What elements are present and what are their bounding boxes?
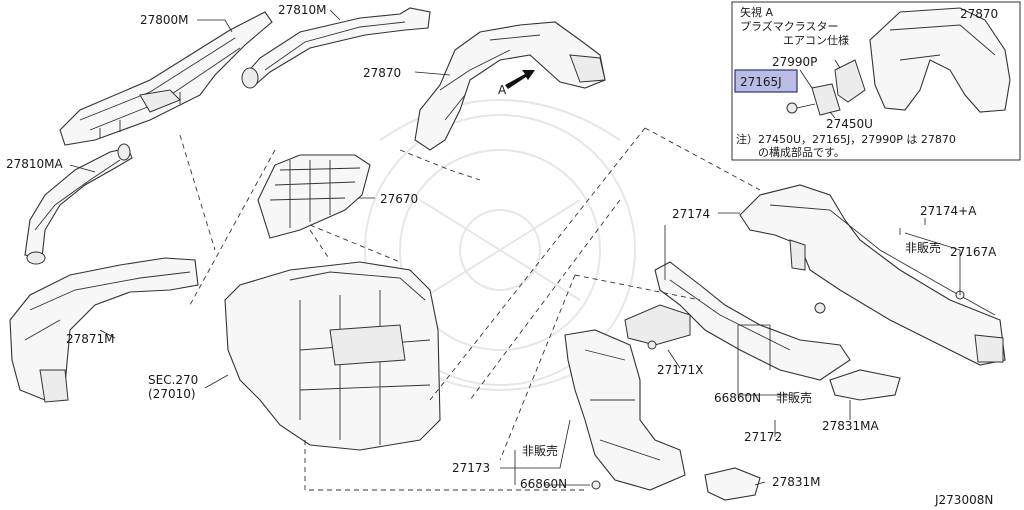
leader-lines bbox=[69, 9, 961, 486]
label-27800M: 27800M bbox=[140, 13, 189, 27]
label-27174: 27174 bbox=[672, 207, 710, 221]
label-hihanbai-2: 非販売 bbox=[776, 390, 812, 405]
inset-label-27450U: 27450U bbox=[826, 117, 873, 131]
part-27173-duct bbox=[564, 329, 686, 491]
part-27810MA-duct bbox=[24, 143, 133, 265]
label-27871M: 27871M bbox=[66, 332, 115, 346]
inset-view-a bbox=[731, 1, 1021, 161]
label-27171X: 27171X bbox=[657, 363, 703, 377]
label-66860N-2: 66860N bbox=[520, 477, 567, 491]
label-27172: 27172 bbox=[744, 430, 782, 444]
part-labels: 27800M 27810M 27870 A 27810MA 27670 2787… bbox=[6, 3, 997, 507]
label-27167A: 27167A bbox=[950, 245, 997, 259]
inset-label-27165J: 27165J bbox=[740, 75, 782, 89]
hvac-unit-sec270 bbox=[224, 261, 441, 451]
part-27172-duct bbox=[624, 261, 851, 381]
inset-line-aircon: エアコン仕様 bbox=[783, 33, 849, 47]
highlighted-part-badge bbox=[734, 69, 798, 93]
label-sec-270: SEC.270 bbox=[148, 373, 198, 387]
inset-labels: 矢視 A プラズマクラスター エアコン仕様 27870 27990P 27165… bbox=[736, 5, 998, 159]
part-27810M-duct bbox=[241, 7, 431, 89]
part-27871M-duct bbox=[9, 257, 199, 403]
label-27173: 27173 bbox=[452, 461, 490, 475]
label-27670: 27670 bbox=[380, 192, 418, 206]
label-27870: 27870 bbox=[363, 66, 401, 80]
label-66860N-1: 66860N bbox=[714, 391, 761, 405]
inset-label-27990P: 27990P bbox=[772, 55, 817, 69]
label-sec-27010: (27010) bbox=[148, 387, 196, 401]
label-hihanbai-1: 非販売 bbox=[905, 240, 941, 255]
inset-view-title: 矢視 A bbox=[740, 5, 773, 19]
screw-clips bbox=[591, 290, 965, 490]
part-27831MA-vent bbox=[829, 369, 901, 401]
part-27174-duct bbox=[739, 184, 1006, 366]
label-27810MA: 27810MA bbox=[6, 157, 64, 171]
drawing-number: J273008N bbox=[934, 493, 993, 507]
part-27831M-vent bbox=[704, 467, 761, 501]
label-hihanbai-3: 非販売 bbox=[522, 443, 558, 458]
part-27800M-duct bbox=[59, 11, 273, 146]
label-27174A: 27174+A bbox=[920, 204, 977, 218]
label-27831MA: 27831MA bbox=[822, 419, 880, 433]
part-27670-vent bbox=[257, 154, 371, 239]
label-27831M: 27831M bbox=[772, 475, 821, 489]
inset-note-line2: の構成部品です。 bbox=[758, 145, 845, 159]
part-27870-duct bbox=[414, 21, 606, 151]
inset-line-plasmacluster: プラズマクラスター bbox=[740, 19, 839, 33]
assembly-dashed-lines bbox=[179, 127, 761, 491]
inset-note-line1: 注）27450U，27165J，27990P は 27870 bbox=[736, 132, 956, 146]
inset-label-27870: 27870 bbox=[960, 7, 998, 21]
label-27810M: 27810M bbox=[278, 3, 327, 17]
label-arrow-a: A bbox=[498, 83, 507, 97]
watermark-emblem bbox=[364, 99, 636, 391]
view-arrow-a bbox=[505, 70, 535, 89]
